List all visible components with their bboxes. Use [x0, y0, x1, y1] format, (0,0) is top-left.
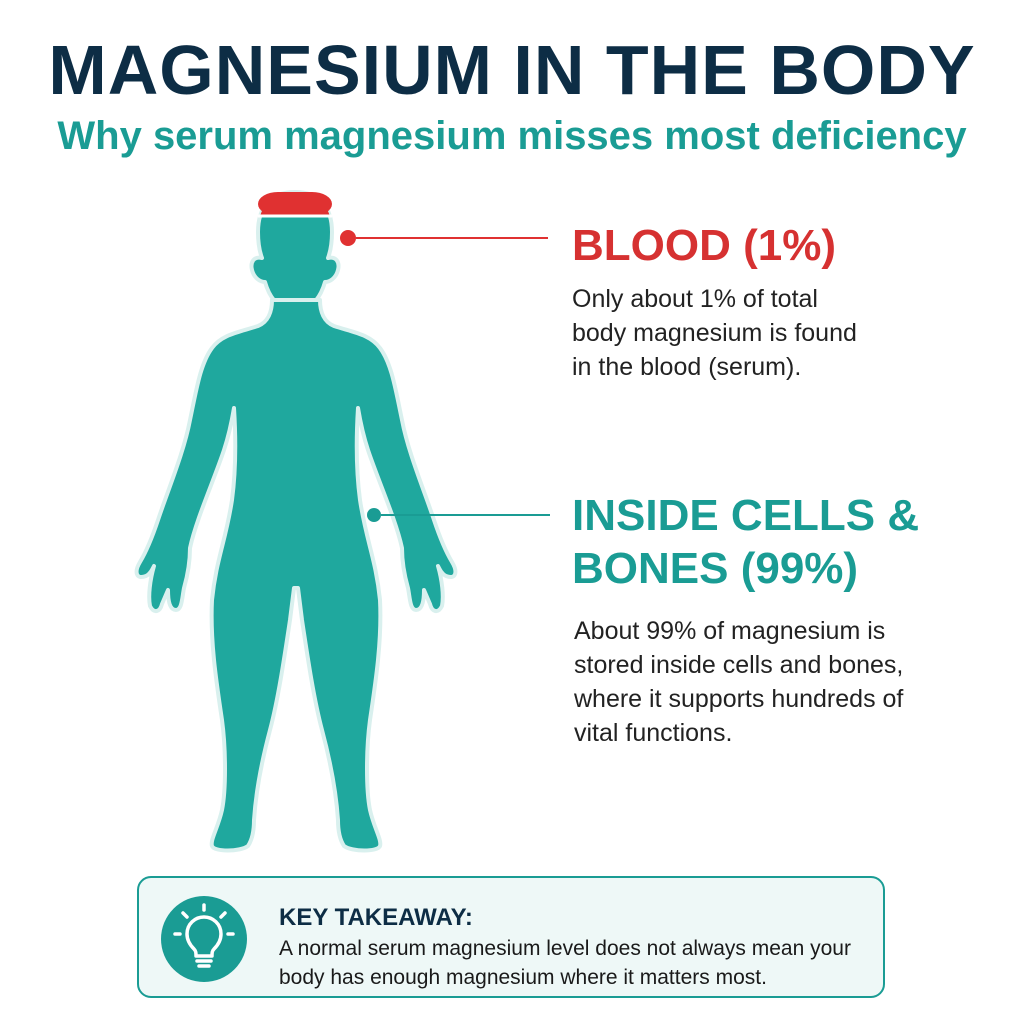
lightbulb-icon	[161, 896, 247, 982]
takeaway-heading: KEY TAKEAWAY:	[279, 904, 473, 931]
takeaway-body: A normal serum magnesium level does not …	[279, 937, 851, 989]
cells-bones-description: About 99% of magnesium is stored inside …	[574, 617, 904, 747]
blood-indicator-cap	[258, 192, 332, 216]
page-subtitle: Why serum magnesium misses most deficien…	[57, 114, 967, 158]
key-takeaway-box: KEY TAKEAWAY: A normal serum magnesium l…	[137, 876, 885, 998]
human-silhouette	[134, 190, 458, 853]
blood-description: Only about 1% of total body magnesium is…	[572, 285, 857, 381]
blood-heading: BLOOD (1%)	[572, 221, 836, 270]
blood-connector-dot	[340, 230, 356, 246]
cells-bones-heading: INSIDE CELLS & BONES (99%)	[572, 491, 920, 593]
cells-connector-dot	[367, 508, 381, 522]
page-title: MAGNESIUM IN THE BODY	[48, 31, 976, 109]
